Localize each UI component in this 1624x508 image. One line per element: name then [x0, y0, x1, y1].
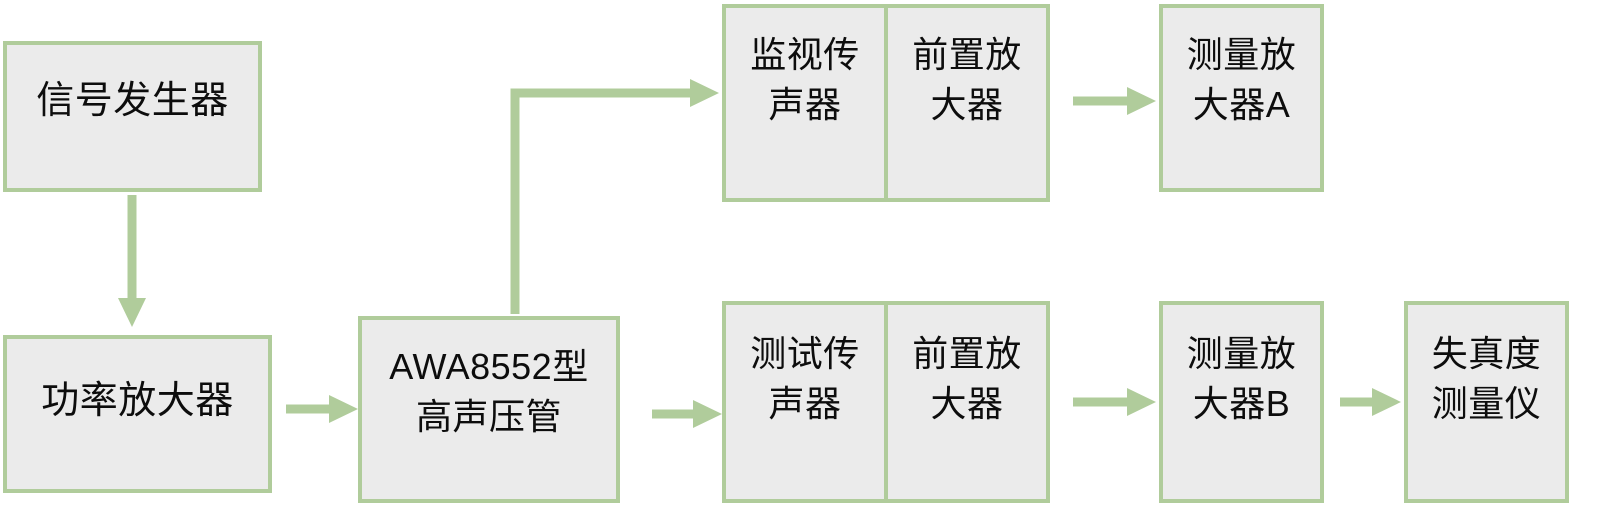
node-awa8552-tube[interactable]: AWA8552型高声压管: [358, 316, 620, 503]
node-label-preamplifier-a: 大器: [930, 83, 1004, 125]
node-label-monitor-microphone: 声器: [768, 83, 842, 125]
node-label-measuring-amplifier-a: 大器A: [1192, 83, 1291, 125]
node-label-preamplifier-b: 大器: [930, 382, 1004, 424]
arrowhead-preamplifier-b-to-measuring-amplifier-b: [1127, 388, 1156, 416]
node-label-measuring-amplifier-b: 测量放: [1186, 333, 1297, 374]
node-power-amplifier[interactable]: 功率放大器: [3, 335, 272, 493]
arrowhead-awa8552-to-monitor-microphone: [690, 79, 719, 107]
node-signal-generator[interactable]: 信号发生器: [3, 41, 262, 192]
node-label-monitor-microphone: 监视传: [750, 34, 860, 75]
arrowhead-measuring-amplifier-b-to-distortion-meter: [1372, 388, 1401, 416]
node-label-distortion-meter: 测量仪: [1431, 382, 1542, 424]
node-label-awa8552-tube: 高声压管: [415, 395, 562, 437]
node-measuring-amplifier-b[interactable]: 测量放大器B: [1159, 301, 1324, 503]
node-measuring-amplifier-a[interactable]: 测量放大器A: [1159, 4, 1324, 192]
node-label-awa8552-tube: AWA8552型: [389, 346, 589, 387]
node-label-preamplifier-b: 前置放: [912, 333, 1022, 374]
node-label-power-amplifier: 功率放大器: [41, 380, 234, 422]
node-test-microphone[interactable]: 测试传声器: [722, 301, 888, 503]
node-monitor-microphone[interactable]: 监视传声器: [722, 4, 888, 202]
arrowhead-awa8552-to-test-microphone: [693, 400, 722, 428]
arrowhead-signal-generator-to-power-amplifier: [118, 298, 146, 327]
arrowhead-preamplifier-a-to-measuring-amplifier-a: [1127, 87, 1156, 115]
node-label-measuring-amplifier-b: 大器B: [1192, 382, 1291, 424]
node-label-test-microphone: 测试传: [750, 333, 860, 374]
arrowhead-power-amplifier-to-awa8552: [329, 395, 358, 423]
node-label-signal-generator: 信号发生器: [36, 80, 229, 122]
node-label-test-microphone: 声器: [768, 382, 842, 424]
node-label-preamplifier-a: 前置放: [912, 34, 1022, 75]
node-label-measuring-amplifier-a: 测量放: [1186, 34, 1297, 75]
node-preamplifier-b[interactable]: 前置放大器: [884, 301, 1050, 503]
node-label-distortion-meter: 失真度: [1431, 333, 1542, 374]
connector-awa8552-to-monitor-microphone: [510, 88, 690, 314]
node-distortion-meter[interactable]: 失真度测量仪: [1404, 301, 1569, 503]
node-preamplifier-a[interactable]: 前置放大器: [884, 4, 1050, 202]
